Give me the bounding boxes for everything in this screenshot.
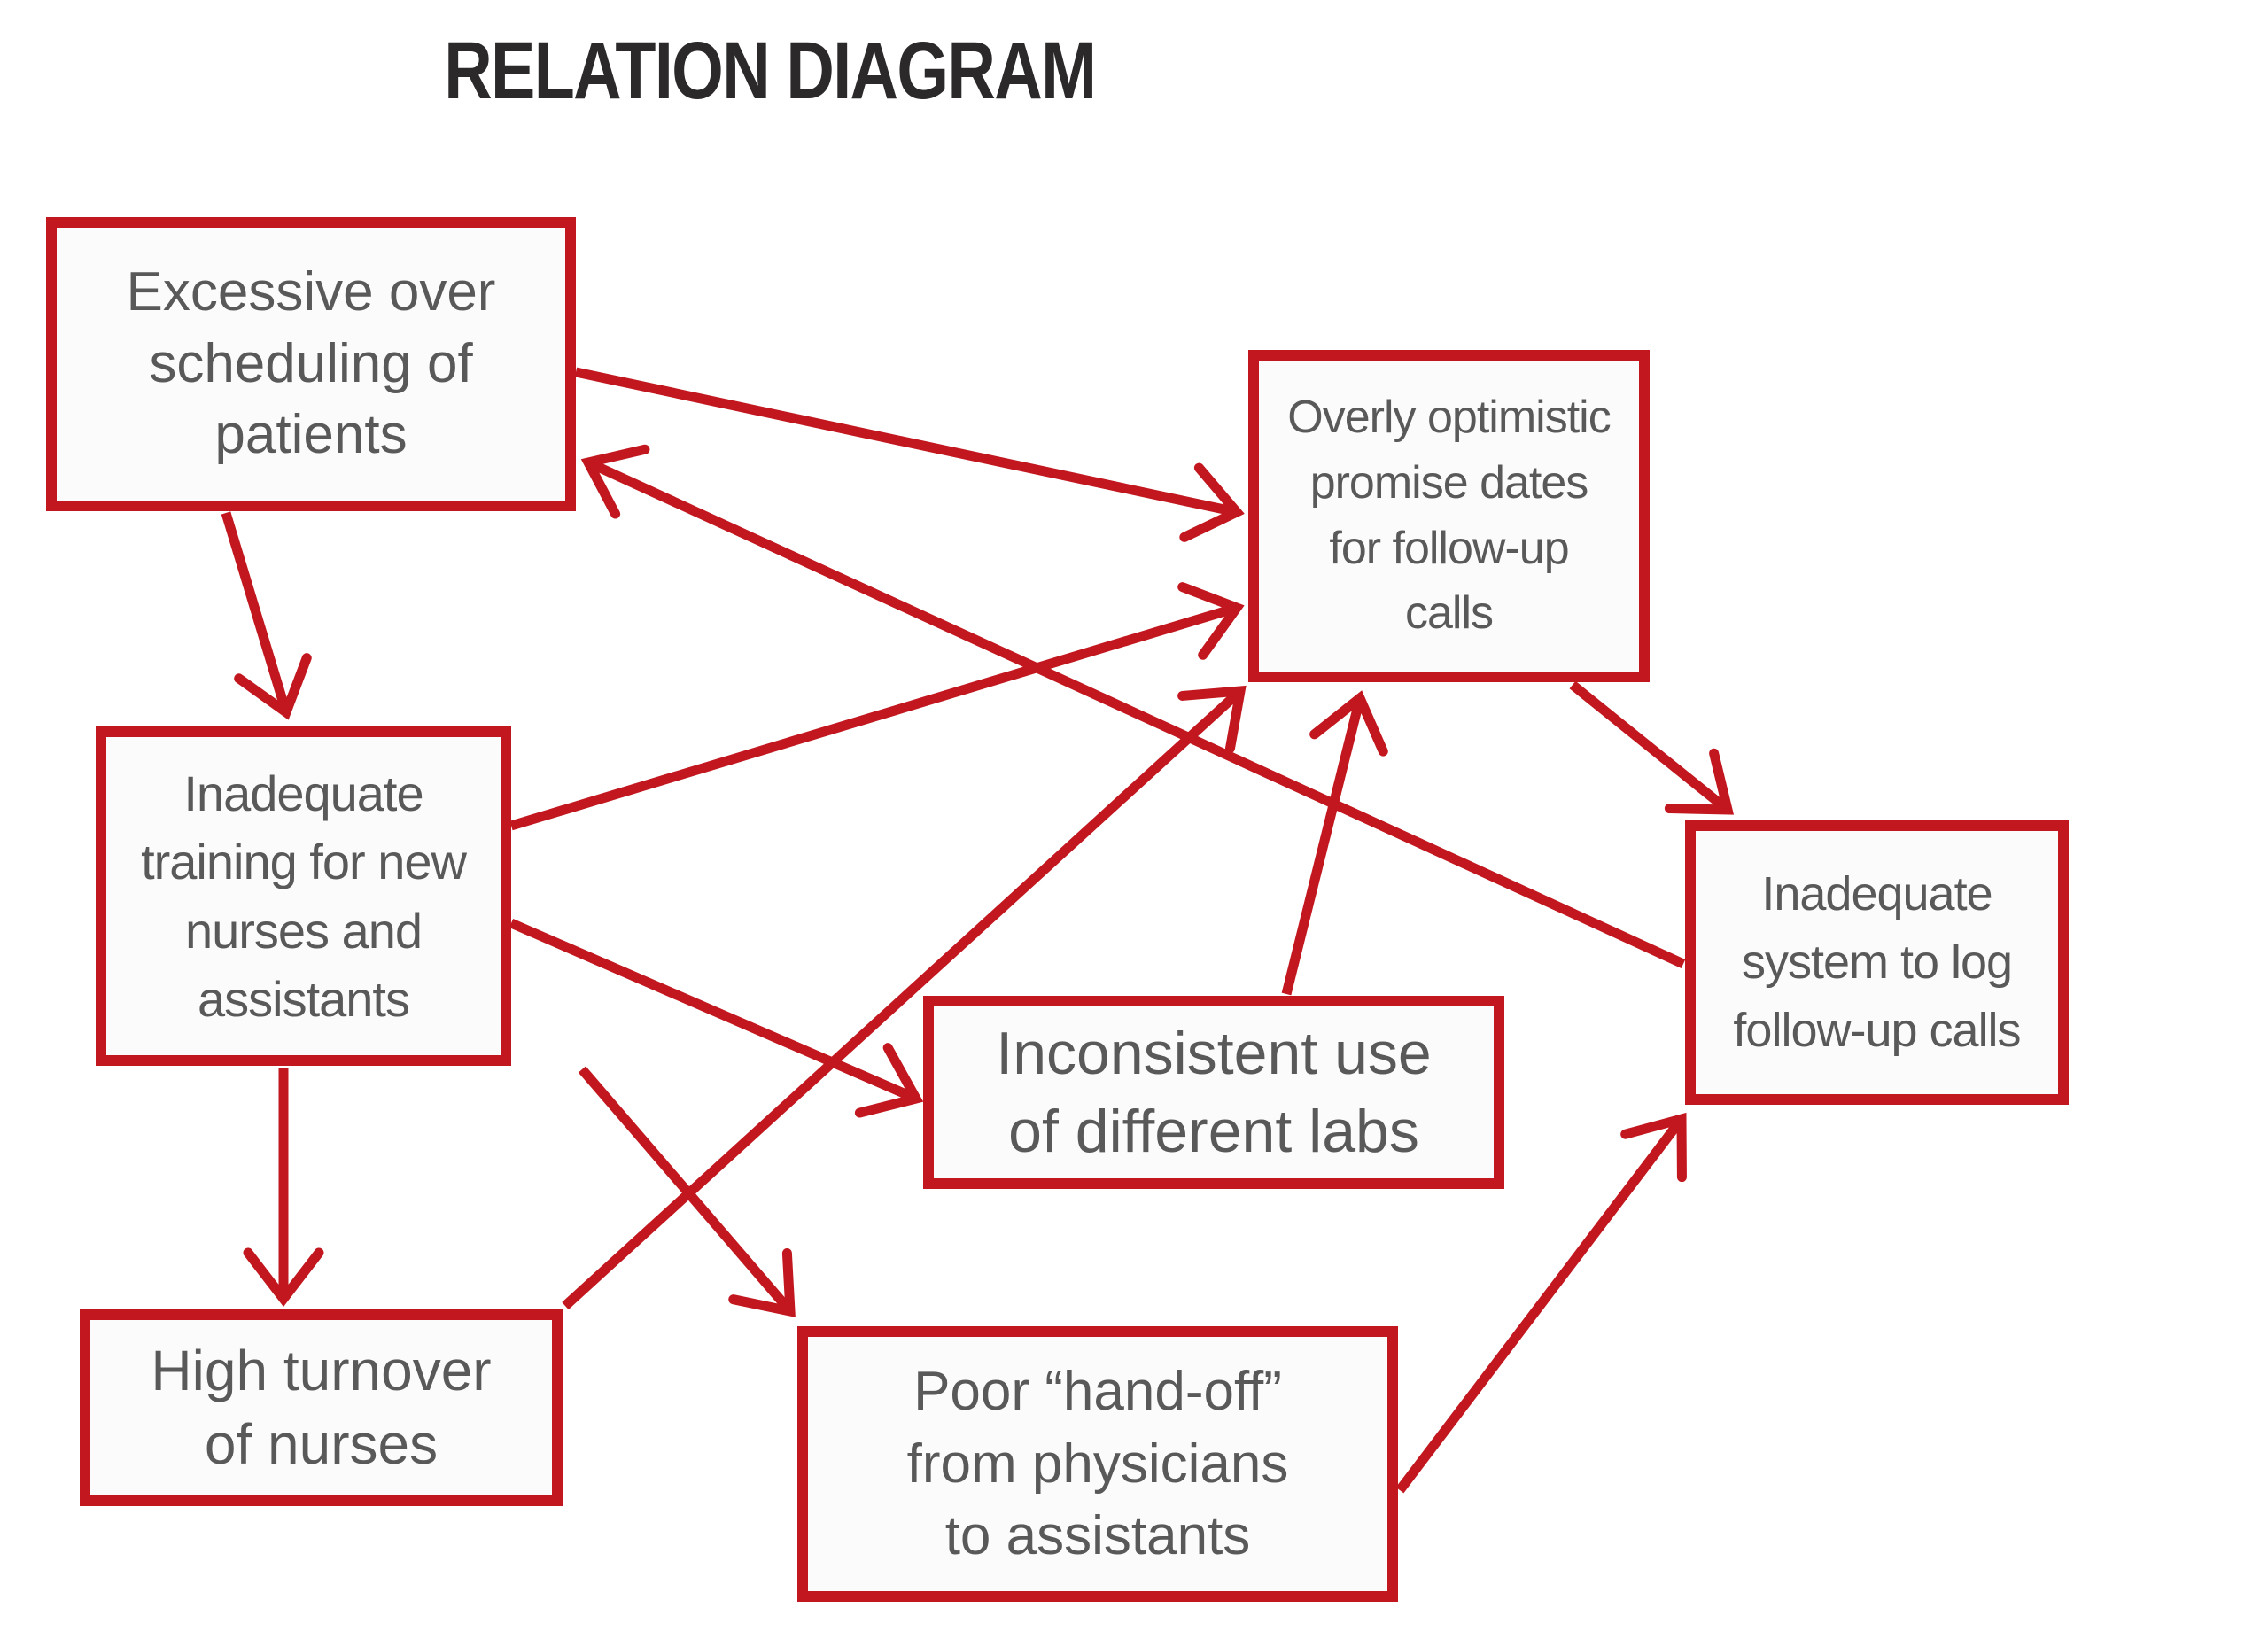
arrow-excessive-over-scheduling-to-inadequate-training [221, 511, 312, 720]
arrow-inadequate-log-system-to-excessive-over-scheduling [580, 444, 1686, 969]
node-excessive-over-scheduling: Excessive over scheduling of patients [46, 217, 576, 511]
arrow-poor-hand-off-to-inadequate-log-system [1395, 1112, 1687, 1494]
arrow-excessive-over-scheduling-to-overly-optimistic-promise-dates [574, 367, 1245, 542]
node-label: Excessive over scheduling of patients [126, 261, 496, 466]
arrow-high-turnover-to-overly-optimistic-promise-dates [562, 685, 1247, 1310]
node-label: High turnover of nurses [151, 1338, 492, 1476]
node-label: Overly optimistic promise dates for foll… [1287, 391, 1611, 640]
arrow-inadequate-training-to-inconsistent-labs [509, 918, 924, 1118]
arrow-overly-optimistic-promise-dates-to-inadequate-log-system [1569, 680, 1735, 815]
node-inconsistent-labs: Inconsistent use of different labs [923, 996, 1504, 1189]
node-label: Inadequate system to log follow-up calls [1733, 867, 2021, 1057]
node-label: Inconsistent use of different labs [996, 1019, 1432, 1165]
node-label: Poor “hand-off” from physicians to assis… [906, 1360, 1289, 1567]
node-poor-hand-off: Poor “hand-off” from physicians to assis… [797, 1326, 1398, 1602]
node-inadequate-log-system: Inadequate system to log follow-up calls [1685, 820, 2069, 1105]
node-inadequate-training: Inadequate training for new nurses and a… [96, 726, 511, 1066]
arrow-inadequate-training-to-overly-optimistic-promise-dates [509, 582, 1245, 831]
arrow-inconsistent-labs-to-overly-optimistic-promise-dates [1281, 690, 1388, 996]
node-overly-optimistic-promise-dates: Overly optimistic promise dates for foll… [1248, 350, 1650, 682]
node-label: Inadequate training for new nurses and a… [141, 765, 467, 1027]
node-high-turnover: High turnover of nurses [80, 1309, 563, 1506]
